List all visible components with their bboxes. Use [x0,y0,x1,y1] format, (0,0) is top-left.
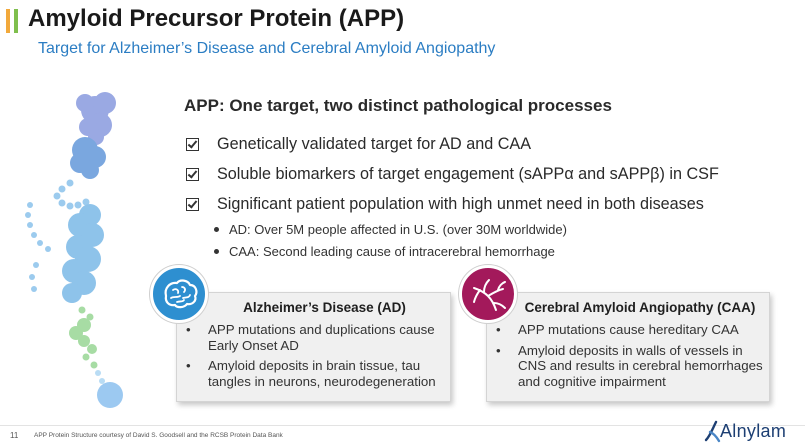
title-accent-bars [6,9,20,33]
alnylam-logo: Alnylam [704,418,799,444]
card-title: Cerebral Amyloid Angiopathy (CAA) [524,300,756,315]
card-bullet: • APP mutations and duplications cause E… [186,322,444,353]
sub-bullet: AD: Over 5M people affected in U.S. (ove… [214,218,567,240]
alzheimers-disease-card: Alzheimer’s Disease (AD) • APP mutations… [176,292,451,402]
card-bullet-text: Amyloid deposits in walls of vessels in … [518,342,763,389]
card-bullets: • APP mutations and duplications cause E… [186,322,444,394]
accent-bar-green [14,9,18,33]
bullet-char: • [186,322,191,337]
logo-wordmark: Alnylam [720,421,787,441]
main-heading: APP: One target, two distinct pathologic… [184,96,612,115]
bullet-char: • [186,358,191,373]
app-protein-structure-image [25,92,123,408]
card-bullet-text: Amyloid deposits in brain tissue, tau ta… [208,358,436,389]
card-bullet: • Amyloid deposits in walls of vessels i… [496,343,763,390]
cerebral-amyloid-angiopathy-card: Cerebral Amyloid Angiopathy (CAA) • APP … [486,292,770,402]
sub-bullet: CAA: Second leading cause of intracerebr… [214,240,567,262]
sub-bullet-text: AD: Over 5M people affected in U.S. (ove… [229,221,567,237]
bullet-dot-icon [214,226,219,232]
slide-subtitle: Target for Alzheimer’s Disease and Cereb… [38,40,496,57]
checkbox-checked-icon [186,197,199,211]
page-number: 11 [10,431,19,440]
image-credit: APP Protein Structure courtesy of David … [34,432,283,439]
checkbox-checked-icon [186,137,199,151]
logo-mark-icon [704,420,721,443]
brain-icon [150,265,208,323]
bullet-char: • [496,342,501,358]
checklist-item-text: Genetically validated target for AD and … [217,134,532,153]
slide-title: Amyloid Precursor Protein (APP) [28,5,405,32]
checkbox-checked-icon [186,167,199,181]
checklist: Genetically validated target for AD and … [186,129,719,219]
card-bullet-text: APP mutations cause hereditary CAA [518,322,739,337]
bullet-char: • [496,322,501,337]
footer-divider [0,425,805,426]
population-sub-bullets: AD: Over 5M people affected in U.S. (ove… [214,218,567,262]
blood-vessel-icon [459,265,517,323]
checklist-item: Soluble biomarkers of target engagement … [186,159,719,189]
card-bullets: • APP mutations cause hereditary CAA • A… [496,322,763,394]
checklist-item: Significant patient population with high… [186,189,719,219]
checklist-item-text: Significant patient population with high… [217,194,704,213]
bullet-dot-icon [214,248,219,254]
accent-bar-orange [6,9,10,33]
card-title: Alzheimer’s Disease (AD) [243,300,406,315]
checklist-item: Genetically validated target for AD and … [186,129,719,159]
card-bullet: • Amyloid deposits in brain tissue, tau … [186,358,444,389]
checklist-item-text: Soluble biomarkers of target engagement … [217,164,719,183]
card-bullet-text: APP mutations and duplications cause Ear… [208,322,435,353]
card-bullet: • APP mutations cause hereditary CAA [496,322,763,338]
sub-bullet-text: CAA: Second leading cause of intracerebr… [229,243,555,259]
